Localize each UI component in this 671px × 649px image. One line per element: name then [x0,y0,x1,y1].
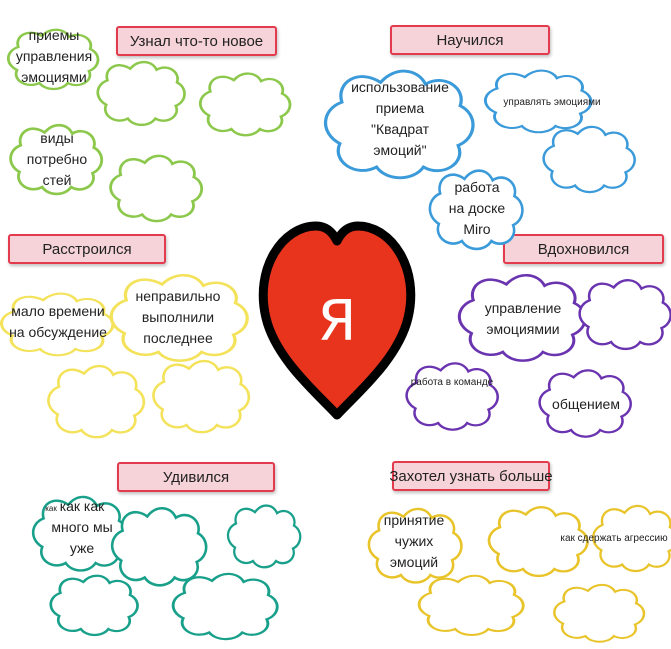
note-cloud-green[interactable] [198,72,292,137]
note-text: уже [70,540,95,556]
note-cloud-gold[interactable] [417,574,525,637]
note-text: "Квадрат [371,121,430,137]
note-text: как сдержать агрессию [560,533,668,544]
note-text: управления [16,48,92,64]
note-text: мало времени [11,303,104,319]
note-text: общением [552,396,620,412]
note-text: управлять эмоциями [503,97,600,108]
note-text: виды [40,130,74,146]
note-cloud-yellow[interactable] [47,364,146,439]
note-text: эмоций" [373,142,426,158]
note-cloud-yellow[interactable] [152,359,251,434]
note-cloud-teal[interactable] [171,572,279,641]
note-text: использование [351,79,449,95]
note-text: много мы [51,519,112,535]
note-cloud-green[interactable] [96,60,186,127]
note-text: как как [60,498,105,514]
note-text: эмоциямии [486,321,559,337]
note-cloud-purple[interactable] [457,273,587,363]
note-text: выполнили [142,309,214,325]
heart-letter: Я [318,289,357,354]
note-text: Miro [463,221,490,237]
note-text: приема [376,100,425,116]
label-learned[interactable]: Научился [390,25,550,55]
note-cloud-blue[interactable] [542,125,636,194]
label-want-more[interactable]: Захотел узнать больше [389,461,553,491]
note-cloud-purple[interactable] [405,362,499,431]
note-text: эмоциями [21,69,86,85]
heart-icon: Я [258,221,416,420]
note-text: чужих [395,533,434,549]
note-text: управление [485,300,562,316]
note-text: работа [454,179,499,195]
note-text: эмоций [390,554,438,570]
label-upset[interactable]: Расстроился [8,234,166,264]
note-cloud-purple[interactable] [578,278,671,351]
note-text: на доске [449,200,506,216]
label-inspired[interactable]: Вдохновился [503,234,664,264]
note-cloud-teal[interactable] [110,506,208,587]
label-learned-new[interactable]: Узнал что-то новое [116,26,277,56]
note-cloud-teal[interactable] [49,574,139,637]
note-cloud-gold[interactable] [553,583,646,644]
note-text: неправильно [136,288,221,304]
note-text: потребно [27,151,88,167]
note-text: принятие [384,512,445,528]
note-text: последнее [143,330,213,346]
note-text: приемы [29,27,80,43]
note-text: работа в команде [411,376,494,388]
note-text-small: как [45,504,57,513]
note-text: на обсуждение [9,324,107,340]
note-text: стей [43,172,72,188]
note-cloud-green[interactable] [109,154,204,223]
note-cloud-teal[interactable] [226,504,302,569]
note-texts: приемы управления эмоциями виды потребно стей… [9,27,668,570]
label-surprised[interactable]: Удивился [117,462,275,492]
